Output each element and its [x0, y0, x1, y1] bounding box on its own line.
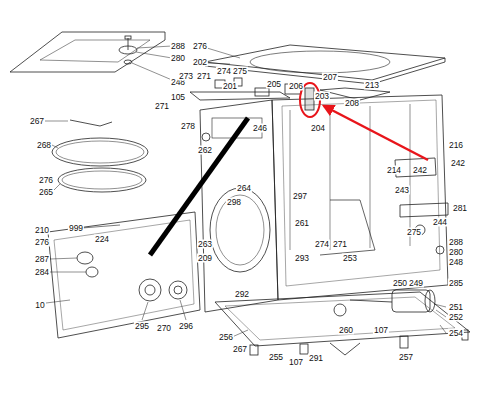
callout-number: 255	[268, 353, 284, 362]
inset-frame	[10, 32, 165, 72]
callout-number: 284	[34, 268, 50, 277]
callout-number: 210	[34, 226, 50, 235]
callout-number: 999	[68, 224, 84, 233]
callout-number: 246	[252, 124, 268, 133]
callout-number: 278	[180, 122, 196, 131]
callout-number: 261	[294, 219, 310, 228]
callout-number: 281	[452, 204, 468, 213]
callout-number: 268	[36, 141, 52, 150]
callout-number: 208	[344, 99, 360, 108]
callout-number: 293	[294, 254, 310, 263]
callout-number: 270	[156, 324, 172, 333]
cabinet-side-panel	[272, 95, 448, 300]
callout-number: 203	[314, 92, 330, 101]
callout-number: 274	[314, 240, 330, 249]
callout-number: 275	[406, 228, 422, 237]
callout-number: 202	[192, 58, 208, 67]
callout-number: 273	[178, 72, 194, 81]
callout-number: 244	[432, 218, 448, 227]
callout-number: 260	[338, 326, 354, 335]
callout-number: 264	[236, 184, 252, 193]
motor	[392, 290, 430, 312]
callout-number: 249	[408, 279, 424, 288]
callout-number: 207	[322, 73, 338, 82]
callout-number: 274	[216, 67, 232, 76]
callout-number: 287	[34, 255, 50, 264]
callout-number: 216	[448, 141, 464, 150]
callout-number: 271	[196, 72, 212, 81]
callout-number: 251	[448, 303, 464, 312]
callout-number: 292	[234, 290, 250, 299]
callout-number: 107	[373, 326, 389, 335]
callout-number: 224	[94, 235, 110, 244]
callout-number: 296	[178, 322, 194, 331]
callout-number: 201	[222, 82, 238, 91]
callout-number: 242	[450, 159, 466, 168]
callout-number: 288	[448, 238, 464, 247]
callout-number: 280	[170, 54, 186, 63]
callout-number: 254	[448, 329, 464, 338]
callout-number: 295	[134, 322, 150, 331]
callout-number: 298	[226, 198, 242, 207]
callout-number: 271	[332, 240, 348, 249]
callout-number: 267	[29, 117, 45, 126]
callout-number: 105	[170, 93, 186, 102]
callout-number: 213	[364, 81, 380, 90]
control-panel	[48, 212, 200, 338]
callout-number: 10	[34, 301, 45, 310]
callout-number: 252	[448, 313, 464, 322]
callout-number: 288	[170, 42, 186, 51]
callout-number: 256	[218, 333, 234, 342]
callout-number: 271	[154, 102, 170, 111]
callout-number: 276	[192, 42, 208, 51]
callout-number: 285	[448, 279, 464, 288]
callout-number: 253	[342, 254, 358, 263]
callout-number: 280	[448, 248, 464, 257]
callout-number: 209	[197, 254, 213, 263]
callout-number: 206	[288, 82, 304, 91]
callout-number: 263	[197, 240, 213, 249]
door-opening	[210, 188, 270, 272]
callout-number: 243	[394, 186, 410, 195]
callout-number: 265	[38, 188, 54, 197]
callout-number: 267	[232, 345, 248, 354]
callout-number: 291	[308, 354, 324, 363]
callout-number: 214	[386, 166, 402, 175]
callout-number: 262	[197, 146, 213, 155]
callout-number: 205	[266, 80, 282, 89]
callout-number: 257	[398, 353, 414, 362]
callout-number: 276	[38, 176, 54, 185]
clamp-ring	[52, 138, 148, 166]
pointer-bar	[150, 118, 248, 255]
callout-number: 250	[392, 279, 408, 288]
callout-number: 204	[310, 124, 326, 133]
callout-number: 275	[232, 67, 248, 76]
highlight-arrow	[324, 106, 428, 160]
callout-number: 242	[412, 166, 428, 175]
callout-number: 248	[448, 258, 464, 267]
base-frame	[215, 292, 470, 346]
callout-number: 297	[292, 192, 308, 201]
callout-number: 107	[288, 358, 304, 367]
clamp-ring	[58, 168, 146, 192]
callout-number: 276	[34, 238, 50, 247]
